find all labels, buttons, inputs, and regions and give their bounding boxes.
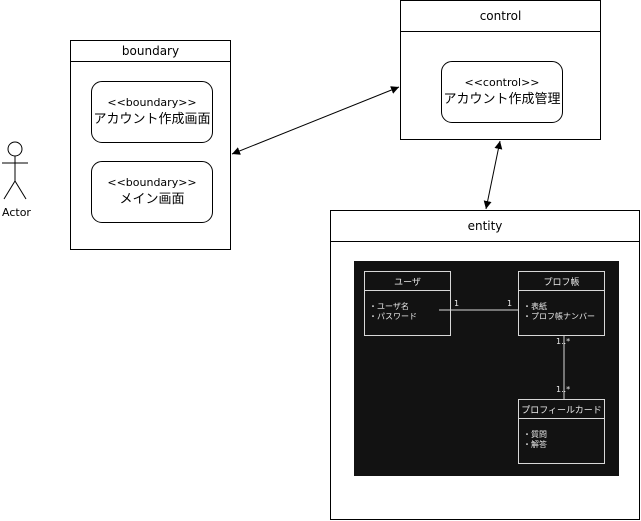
class-profile-card[interactable]: プロフィールカード ・質問 ・解答	[518, 399, 605, 464]
actor-icon	[2, 141, 28, 200]
stereotype-label: <<boundary>>	[107, 95, 197, 109]
class-name: ユーザ	[365, 272, 450, 291]
stereotype-label: <<boundary>>	[107, 175, 197, 189]
class-profile[interactable]: プロフ帳 ・表紙 ・プロフ帳ナンバー	[518, 271, 605, 336]
class-name: プロフ帳	[519, 272, 604, 291]
attribute: ・ユーザ名	[369, 302, 409, 311]
class-attributes: ・質問 ・解答	[523, 430, 547, 450]
class-diagram-image: ユーザ ・ユーザ名 ・パスワード プロフ帳 ・表紙 ・プロフ帳ナンバー プロフィ…	[354, 261, 619, 476]
attribute: ・表紙	[523, 302, 547, 311]
entity-title: entity	[331, 211, 639, 242]
boundary-frame[interactable]: boundary <<boundary>> アカウント作成画面 <<bounda…	[70, 40, 231, 250]
multiplicity-profile-bottom: 1..*	[556, 337, 571, 346]
multiplicity-user-side: 1	[454, 299, 460, 308]
boundary-item-main-screen[interactable]: <<boundary>> メイン画面	[91, 161, 213, 223]
class-attributes: ・ユーザ名 ・パスワード	[369, 302, 417, 322]
association-lines	[439, 309, 565, 399]
element-name: アカウント作成画面	[93, 111, 211, 127]
control-entity-arrow	[483, 140, 503, 210]
element-name: アカウント作成管理	[443, 91, 561, 107]
control-title: control	[401, 1, 600, 32]
control-item-account-manage[interactable]: <<control>> アカウント作成管理	[441, 61, 563, 123]
class-name: プロフィールカード	[519, 400, 604, 419]
class-user[interactable]: ユーザ ・ユーザ名 ・パスワード	[364, 271, 451, 336]
entity-frame[interactable]: entity ユーザ ・ユーザ名 ・パスワード プロフ帳 ・表紙 ・プロフ帳ナン…	[330, 210, 640, 520]
class-attributes: ・表紙 ・プロフ帳ナンバー	[523, 302, 595, 322]
attribute: ・解答	[523, 440, 547, 449]
attribute: ・質問	[523, 430, 547, 439]
multiplicity-card-top: 1..*	[556, 385, 571, 394]
stereotype-label: <<control>>	[464, 75, 540, 89]
element-name: メイン画面	[119, 191, 185, 207]
control-frame[interactable]: control <<control>> アカウント作成管理	[400, 0, 601, 140]
attribute: ・プロフ帳ナンバー	[523, 312, 595, 321]
boundary-title: boundary	[71, 41, 230, 62]
boundary-item-account-create[interactable]: <<boundary>> アカウント作成画面	[91, 81, 213, 143]
boundary-control-arrow	[231, 86, 400, 155]
attribute: ・パスワード	[369, 312, 417, 321]
actor-label: Actor	[2, 206, 31, 219]
multiplicity-profile-side: 1	[507, 299, 513, 308]
